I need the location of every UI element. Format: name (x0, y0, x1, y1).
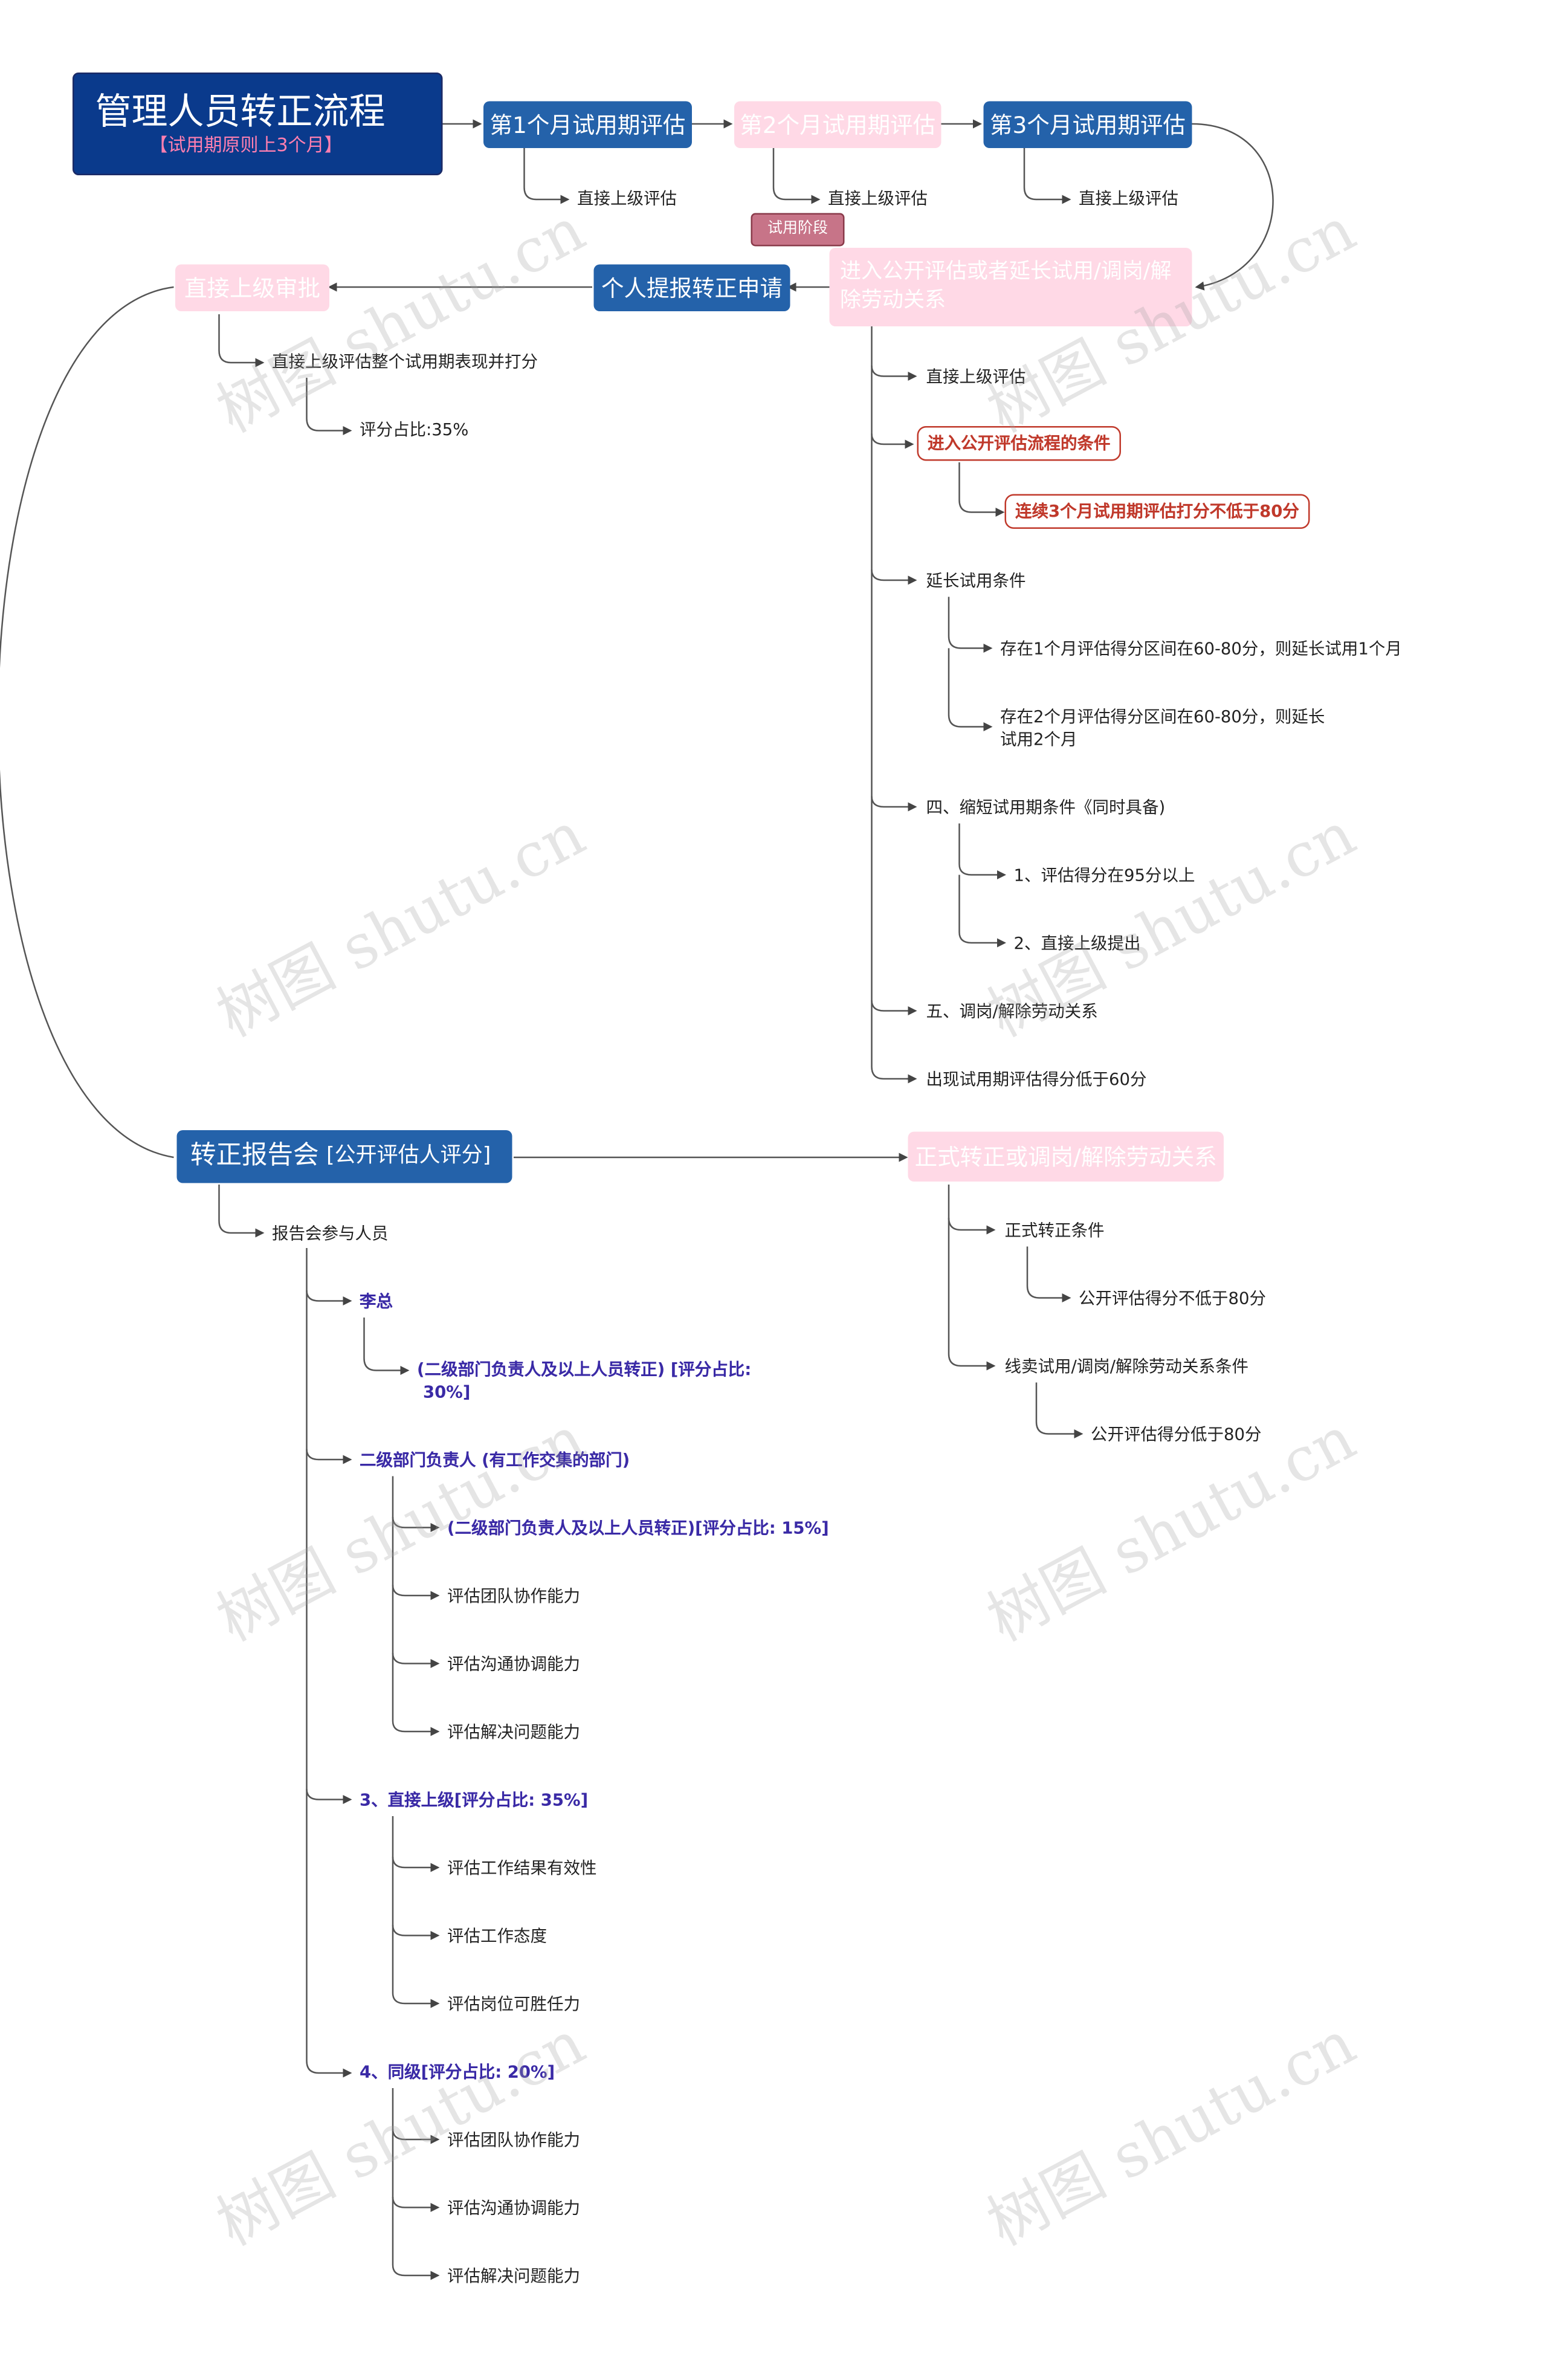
extend-one: 存在1个月评估得分区间在60-80分，则延长试用1个月 (1000, 639, 1402, 659)
report-title-note: [公开评估人评分] (326, 1143, 491, 1168)
li-node: 李总 (360, 1292, 393, 1312)
month2-leaf: 直接上级评估 (828, 189, 928, 209)
report-title: 转正报告会 (190, 1141, 319, 1172)
dept-note: (二级部门负责人及以上人员转正)[评分占比: 15%] (447, 1518, 829, 1539)
peer-item-3: 评估解决问题能力 (447, 2266, 580, 2286)
apply-node[interactable]: 个人提报转正申请 (593, 264, 790, 311)
extend-two-line1: 存在2个月评估得分区间在60-80分，则延长 (1000, 707, 1325, 727)
low-score-leaf: 出现试用期评估得分低于60分 (926, 1070, 1147, 1090)
dept-item-3: 评估解决问题能力 (447, 1722, 580, 1742)
peer-node: 4、同级[评分占比: 20%] (360, 2062, 555, 2083)
shorten-two: 2、直接上级提出 (1013, 934, 1141, 954)
continue-cond-detail: 公开评估得分低于80分 (1091, 1424, 1262, 1445)
month2-node[interactable]: 第2个月试用期评估 (734, 101, 941, 148)
report-node[interactable]: 转正报告会 [公开评估人评分] (176, 1130, 512, 1183)
public-direct-leaf: 直接上级评估 (926, 367, 1026, 387)
root-title: 管理人员转正流程 (95, 91, 386, 133)
participants: 报告会参与人员 (272, 1224, 389, 1244)
dept-node: 二级部门负责人 (有工作交集的部门) (360, 1450, 630, 1470)
boss-item-1: 评估工作结果有效性 (447, 1858, 597, 1878)
formal-cond: 正式转正条件 (1004, 1221, 1105, 1241)
continue-cond: 线卖试用/调岗/解除劳动关系条件 (1004, 1357, 1249, 1377)
approve-node[interactable]: 直接上级审批 (175, 264, 329, 311)
root-title-card[interactable]: 管理人员转正流程 【试用期原则上3个月】 (73, 73, 443, 175)
final-node[interactable]: 正式转正或调岗/解除劳动关系 (908, 1131, 1224, 1182)
dept-item-2: 评估沟通协调能力 (447, 1654, 580, 1675)
extend-two-line2: 试用2个月 (1000, 729, 1077, 750)
peer-item-1: 评估团队协作能力 (447, 2130, 580, 2150)
month3-leaf: 直接上级评估 (1079, 189, 1178, 209)
approve-desc: 直接上级评估整个试用期表现并打分 (272, 352, 538, 372)
boss-item-2: 评估工作态度 (447, 1926, 547, 1947)
li-note-line2: 30%] (423, 1382, 471, 1403)
boss-node: 3、直接上级[评分占比: 35%] (360, 1790, 589, 1811)
public-cond-detail[interactable]: 连续3个月试用期评估打分不低于80分 (1004, 494, 1310, 529)
root-subtitle: 【试用期原则上3个月】 (149, 134, 343, 156)
month3-node[interactable]: 第3个月试用期评估 (983, 101, 1192, 148)
shorten-cond: 四、缩短试用期条件《同时具备) (926, 798, 1166, 818)
transfer-leaf: 五、调岗/解除劳动关系 (926, 1001, 1098, 1022)
boss-item-3: 评估岗位可胜任力 (447, 1994, 580, 2014)
dept-item-1: 评估团队协作能力 (447, 1586, 580, 1606)
li-note-line1: (二级部门负责人及以上人员转正) [评分占比: (417, 1360, 752, 1380)
extend-cond: 延长试用条件 (926, 571, 1026, 591)
formal-cond-detail: 公开评估得分不低于80分 (1079, 1289, 1266, 1309)
month1-node[interactable]: 第1个月试用期评估 (483, 101, 692, 148)
public-cond-node[interactable]: 进入公开评估流程的条件 (917, 426, 1121, 461)
month1-leaf: 直接上级评估 (577, 189, 677, 209)
trial-stage-tag: 试用阶段 (751, 213, 845, 247)
approve-ratio: 评分占比:35% (360, 420, 469, 440)
shorten-one: 1、评估得分在95分以上 (1013, 865, 1195, 886)
public-eval-node[interactable]: 进入公开评估或者延长试用/调岗/解除劳动关系 (829, 248, 1192, 326)
peer-item-2: 评估沟通协调能力 (447, 2198, 580, 2219)
